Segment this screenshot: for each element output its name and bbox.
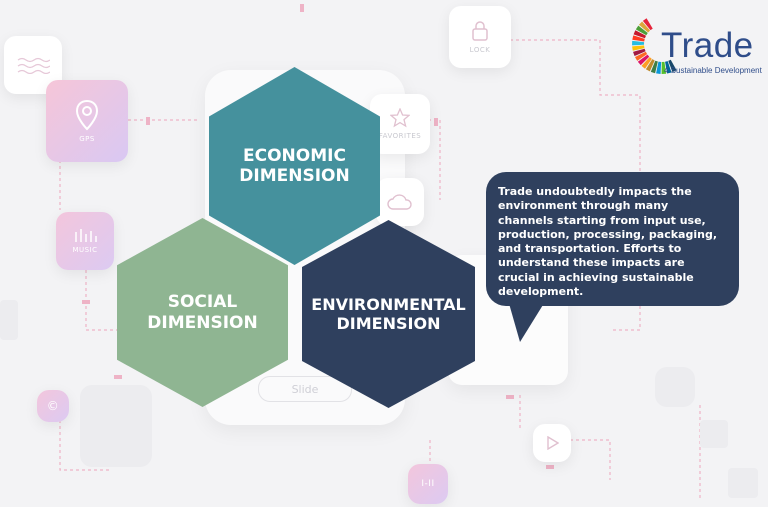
logo-subtitle: 4 Sustainable Development: [664, 66, 762, 75]
cloud-tile: [376, 178, 424, 226]
environment-callout: Trade undoubtedly impacts the environmen…: [486, 172, 739, 306]
callout-text: Trade undoubtedly impacts the environmen…: [498, 185, 718, 299]
play-icon: [547, 436, 559, 450]
play-tile: [533, 424, 571, 462]
trade-logo-mark: [632, 18, 677, 74]
lock-label: LOCK: [469, 46, 491, 54]
gps-tile: GPS: [46, 80, 128, 162]
logo-wordmark: Trade: [661, 26, 754, 65]
background-slide-button: Slide: [258, 376, 352, 402]
social-dimension-hexagon: SOCIAL DIMENSION: [117, 218, 288, 407]
grey-block-tile: [80, 385, 152, 467]
music-label: MUSIC: [72, 246, 98, 254]
logo-ring-segment: [632, 35, 645, 42]
logo-ring-segment: [650, 60, 658, 74]
logo-ring-segment: [656, 61, 662, 74]
logo-ring-segment: [633, 30, 646, 39]
environmental-dimension-hexagon: ENVIRONMENTAL DIMENSION: [302, 220, 475, 408]
music-tile: MUSIC: [56, 212, 114, 270]
logo-ring-segment: [638, 21, 651, 33]
star-icon: [390, 108, 410, 128]
copyright-tile: ©: [37, 390, 69, 422]
lock-icon: [472, 21, 488, 41]
equalizer-icon: [75, 229, 97, 242]
grey-square-tile: [655, 367, 695, 407]
pause-tile: I-II: [408, 464, 448, 504]
lock-tile: LOCK: [449, 6, 511, 68]
logo-ring-segment: [635, 25, 648, 36]
economic-line1: ECONOMIC: [243, 145, 346, 166]
logo-ring-segment: [632, 45, 645, 51]
logo-ring-segment: [632, 40, 645, 46]
logo-ring-segment: [637, 54, 650, 66]
pause-label: I-II: [421, 479, 435, 489]
favorites-label: FAVORITES: [378, 132, 422, 140]
wave-icon: [17, 57, 50, 74]
environmental-line1: ENVIRONMENTAL: [311, 294, 466, 314]
logo-ring-segment: [665, 61, 672, 74]
cloud-icon: [387, 194, 412, 210]
logo-ring-segment: [634, 51, 648, 61]
logo-ring-segment: [633, 48, 646, 57]
gps-label: GPS: [79, 135, 95, 143]
social-line2: DIMENSION: [147, 312, 258, 333]
callout-tail: [508, 300, 546, 342]
logo-ring-segment: [668, 59, 677, 73]
location-pin-icon: [75, 99, 99, 131]
economic-line2: DIMENSION: [239, 166, 350, 186]
social-line1: SOCIAL: [167, 292, 238, 313]
environmental-line2: DIMENSION: [336, 314, 441, 333]
logo-ring-segment: [661, 61, 667, 74]
logo-ring-segment: [642, 18, 653, 31]
economic-dimension-hexagon: ECONOMIC DIMENSION: [209, 67, 380, 265]
logo-ring-segment: [645, 59, 655, 72]
logo-ring-segment: [641, 57, 652, 69]
favorites-tile: FAVORITES: [370, 94, 430, 154]
copyright-icon: ©: [46, 399, 60, 413]
